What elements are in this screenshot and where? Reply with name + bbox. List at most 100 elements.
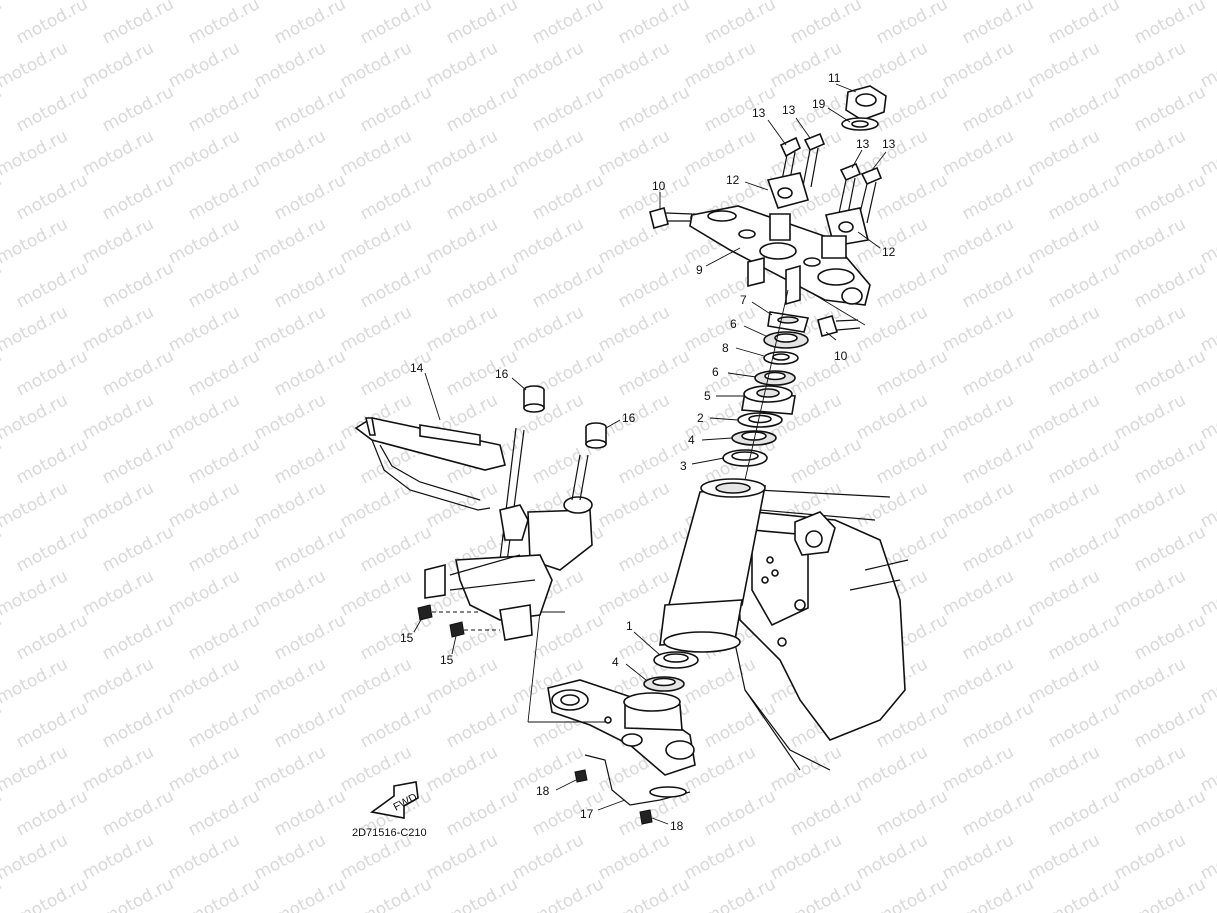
watermark-text: motod.ru bbox=[165, 478, 243, 532]
watermark-text: motod.ru bbox=[1111, 742, 1189, 796]
watermark-text: motod.ru bbox=[509, 126, 587, 180]
watermark-text: motod.ru bbox=[165, 38, 243, 92]
callout-16-a: 16 bbox=[495, 367, 509, 381]
watermark-text: motod.ru bbox=[185, 170, 263, 224]
watermark-text: motod.ru bbox=[939, 478, 1017, 532]
watermark-text: motod.ru bbox=[99, 610, 177, 664]
watermark-text: motod.ru bbox=[357, 874, 435, 913]
watermark-text: motod.ru bbox=[1045, 82, 1123, 136]
watermark-text: motod.ru bbox=[443, 786, 521, 840]
watermark-text: motod.ru bbox=[251, 302, 329, 356]
watermark-text: motod.ru bbox=[357, 82, 435, 136]
watermark-text: motod.ru bbox=[1045, 522, 1123, 576]
watermark-text: motod.ru bbox=[0, 38, 71, 92]
watermark-text: motod.ru bbox=[357, 698, 435, 752]
watermark-text: motod.ru bbox=[701, 698, 779, 752]
watermark-text: motod.ru bbox=[1025, 478, 1103, 532]
watermark-text: motod.ru bbox=[1111, 390, 1189, 444]
watermark-text: motod.ru bbox=[1111, 302, 1189, 356]
callout-17: 17 bbox=[580, 807, 594, 821]
watermark-text: motod.ru bbox=[185, 698, 263, 752]
watermark-text: motod.ru bbox=[595, 126, 673, 180]
callout-5: 5 bbox=[704, 389, 711, 403]
watermark-text: motod.ru bbox=[357, 258, 435, 312]
watermark-text: motod.ru bbox=[0, 214, 71, 268]
watermark-text: motod.ru bbox=[1045, 346, 1123, 400]
callout-18-a: 18 bbox=[536, 784, 550, 798]
watermark-text: motod.ru bbox=[99, 434, 177, 488]
watermark-text: motod.ru bbox=[99, 346, 177, 400]
watermark-text: motod.ru bbox=[615, 346, 693, 400]
watermark-text: motod.ru bbox=[509, 302, 587, 356]
watermark-text: motod.ru bbox=[1131, 434, 1209, 488]
callout-9: 9 bbox=[696, 263, 703, 277]
watermark-text: motod.ru bbox=[1111, 0, 1189, 4]
watermark-text: motod.ru bbox=[79, 742, 157, 796]
watermark-text: motod.ru bbox=[357, 522, 435, 576]
upper-bracket-9 bbox=[689, 205, 871, 306]
callout-7: 7 bbox=[740, 293, 747, 307]
watermark-text: motod.ru bbox=[251, 654, 329, 708]
watermark-text: motod.ru bbox=[853, 302, 931, 356]
watermark-text: motod.ru bbox=[337, 654, 415, 708]
watermark-text: motod.ru bbox=[185, 82, 263, 136]
watermark-text: motod.ru bbox=[529, 610, 607, 664]
watermark-text: motod.ru bbox=[595, 38, 673, 92]
watermark-text: motod.ru bbox=[99, 698, 177, 752]
watermark-text: motod.ru bbox=[99, 170, 177, 224]
watermark-text: motod.ru bbox=[853, 0, 931, 4]
watermark-text: motod.ru bbox=[767, 0, 845, 4]
watermark-text: motod.ru bbox=[13, 698, 91, 752]
screw-18-a bbox=[574, 769, 588, 783]
watermark-text: motod.ru bbox=[1131, 258, 1209, 312]
watermark-text: motod.ru bbox=[13, 258, 91, 312]
watermark-text: motod.ru bbox=[1111, 654, 1189, 708]
watermark-text: motod.ru bbox=[165, 214, 243, 268]
watermark-text: motod.ru bbox=[1111, 830, 1189, 884]
watermark-text: motod.ru bbox=[873, 346, 951, 400]
watermark-text: motod.ru bbox=[251, 478, 329, 532]
callout-4-b: 4 bbox=[612, 655, 619, 669]
diagram-code: 2D71516-C210 bbox=[352, 827, 427, 839]
watermark-text: motod.ru bbox=[939, 742, 1017, 796]
watermark-text: motod.ru bbox=[939, 654, 1017, 708]
watermark-text: motod.ru bbox=[423, 0, 501, 4]
watermark-text: motod.ru bbox=[165, 302, 243, 356]
watermark-text: motod.ru bbox=[701, 0, 779, 48]
watermark-text: motod.ru bbox=[165, 126, 243, 180]
watermark-text: motod.ru bbox=[271, 0, 349, 48]
watermark-text: motod.ru bbox=[99, 786, 177, 840]
watermark-text: motod.ru bbox=[1045, 170, 1123, 224]
watermark-text: motod.ru bbox=[79, 566, 157, 620]
callout-1: 1 bbox=[626, 619, 633, 633]
callout-4-a: 4 bbox=[688, 433, 695, 447]
watermark-text: motod.ru bbox=[271, 698, 349, 752]
watermark-text: motod.ru bbox=[959, 170, 1037, 224]
lock-washer-7 bbox=[767, 311, 810, 333]
watermark-text: motod.ru bbox=[615, 0, 693, 48]
callout-6-a: 6 bbox=[730, 317, 737, 331]
watermark-text: motod.ru bbox=[0, 302, 71, 356]
watermark-text: motod.ru bbox=[0, 0, 71, 4]
watermark-text: motod.ru bbox=[13, 786, 91, 840]
watermark-text: motod.ru bbox=[13, 522, 91, 576]
watermark-text: motod.ru bbox=[185, 258, 263, 312]
watermark-text: motod.ru bbox=[1045, 698, 1123, 752]
watermark-text: motod.ru bbox=[873, 434, 951, 488]
outer-race-3 bbox=[722, 449, 768, 467]
watermark-text: motod.ru bbox=[873, 258, 951, 312]
watermark-text: motod.ru bbox=[939, 0, 1017, 4]
watermark-text: motod.ru bbox=[939, 302, 1017, 356]
watermark-text: motod.ru bbox=[1025, 654, 1103, 708]
watermark-text: motod.ru bbox=[357, 346, 435, 400]
watermark-text: motod.ru bbox=[959, 258, 1037, 312]
watermark-text: motod.ru bbox=[595, 830, 673, 884]
callout-2: 2 bbox=[697, 411, 704, 425]
watermark-text: motod.ru bbox=[959, 698, 1037, 752]
watermark-text: motod.ru bbox=[0, 742, 71, 796]
watermark-text: motod.ru bbox=[79, 654, 157, 708]
watermark-text: motod.ru bbox=[13, 434, 91, 488]
watermark-text: motod.ru bbox=[185, 874, 263, 913]
watermark-text: motod.ru bbox=[1111, 126, 1189, 180]
